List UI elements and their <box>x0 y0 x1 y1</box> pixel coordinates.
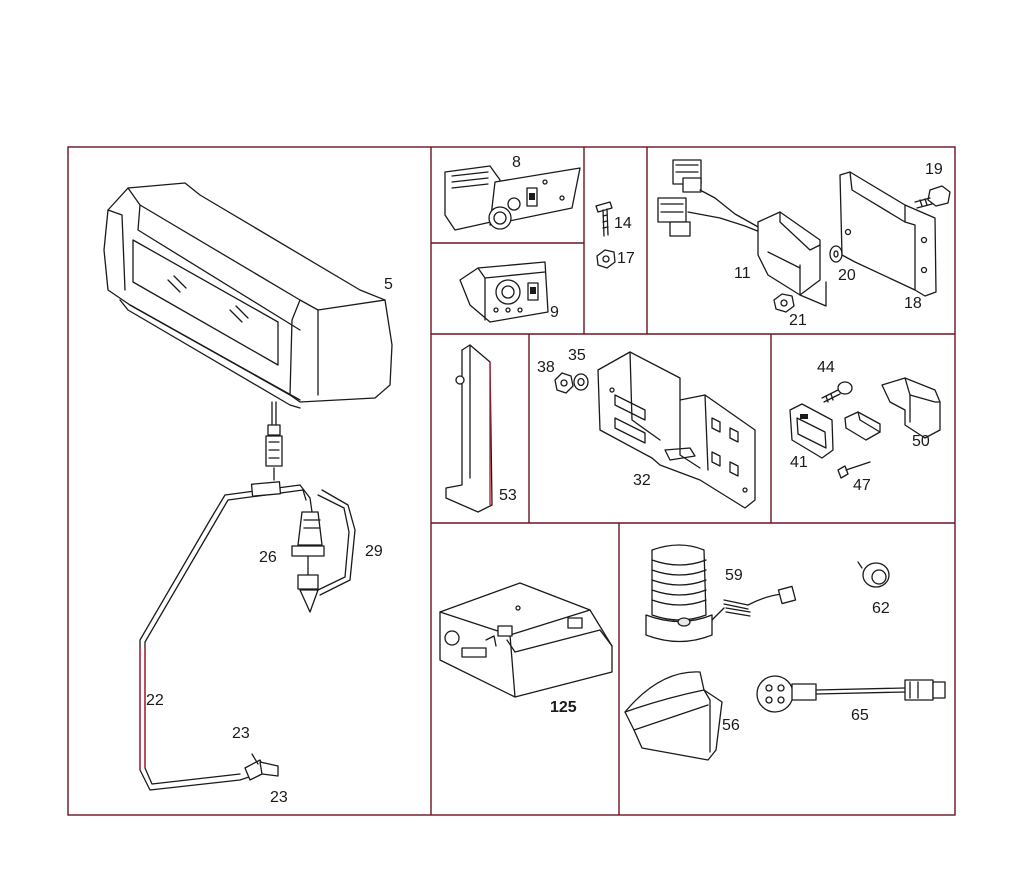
callout-65: 65 <box>851 707 869 724</box>
callout-53: 53 <box>499 487 517 504</box>
callout-9: 9 <box>550 304 559 321</box>
callout-47: 47 <box>853 477 871 494</box>
callout-56: 56 <box>722 717 740 734</box>
part-23-plugs <box>244 753 279 781</box>
part-47-pin <box>837 461 871 479</box>
part-29-cable <box>317 489 356 596</box>
callout-8: 8 <box>512 154 521 171</box>
callout-14: 14 <box>614 215 632 232</box>
callout-11: 11 <box>734 265 751 282</box>
callout-38: 38 <box>537 359 555 376</box>
callout-26: 26 <box>259 549 277 566</box>
part-21-nut <box>773 293 795 313</box>
callout-59: 59 <box>725 567 743 584</box>
callout-62: 62 <box>872 600 890 617</box>
part-9-control-box <box>459 261 549 323</box>
callout-19: 19 <box>925 161 943 178</box>
part-41-holder <box>789 403 834 459</box>
part-17-nut <box>596 249 616 269</box>
callout-125: 125 <box>550 699 577 716</box>
part-35-washer <box>573 373 589 391</box>
part-65-cable <box>756 675 946 713</box>
part-22-harness <box>139 467 313 791</box>
callout-32: 32 <box>633 472 651 489</box>
callout-22: 22 <box>146 692 164 709</box>
callout-23-bottom: 23 <box>270 789 288 806</box>
callout-17: 17 <box>617 250 635 267</box>
part-19-bolt <box>914 185 951 209</box>
part-125-control-box <box>439 582 613 698</box>
part-44-screw <box>821 381 853 403</box>
callout-35: 35 <box>568 347 586 364</box>
callout-18: 18 <box>904 295 922 312</box>
part-59-beacon <box>645 544 797 643</box>
part-56-bowl <box>624 671 723 761</box>
part-62-switch <box>857 561 890 588</box>
part-18-bracket <box>839 171 937 297</box>
outer-frame <box>67 146 956 816</box>
callout-41: 41 <box>790 454 808 471</box>
callout-5: 5 <box>384 276 393 293</box>
part-8-switch-panel <box>444 165 581 231</box>
part-11-control-unit <box>657 159 827 307</box>
callout-50: 50 <box>912 433 930 450</box>
panel-grid <box>67 146 956 816</box>
part-small-clip <box>844 411 881 441</box>
part-38-nut <box>554 372 574 394</box>
callout-23-top: 23 <box>232 725 250 742</box>
part-20-washer <box>829 245 843 263</box>
part-32-mounting-plate <box>597 351 756 509</box>
part-50-cover <box>881 377 941 439</box>
callout-20: 20 <box>838 267 856 284</box>
callout-29: 29 <box>365 543 383 560</box>
part-26-connector <box>291 511 325 613</box>
callout-21: 21 <box>789 312 807 329</box>
part-14-screw <box>595 201 613 237</box>
callout-44: 44 <box>817 359 835 376</box>
part-5-light-bar <box>103 182 393 467</box>
part-53-bracket <box>445 344 493 513</box>
